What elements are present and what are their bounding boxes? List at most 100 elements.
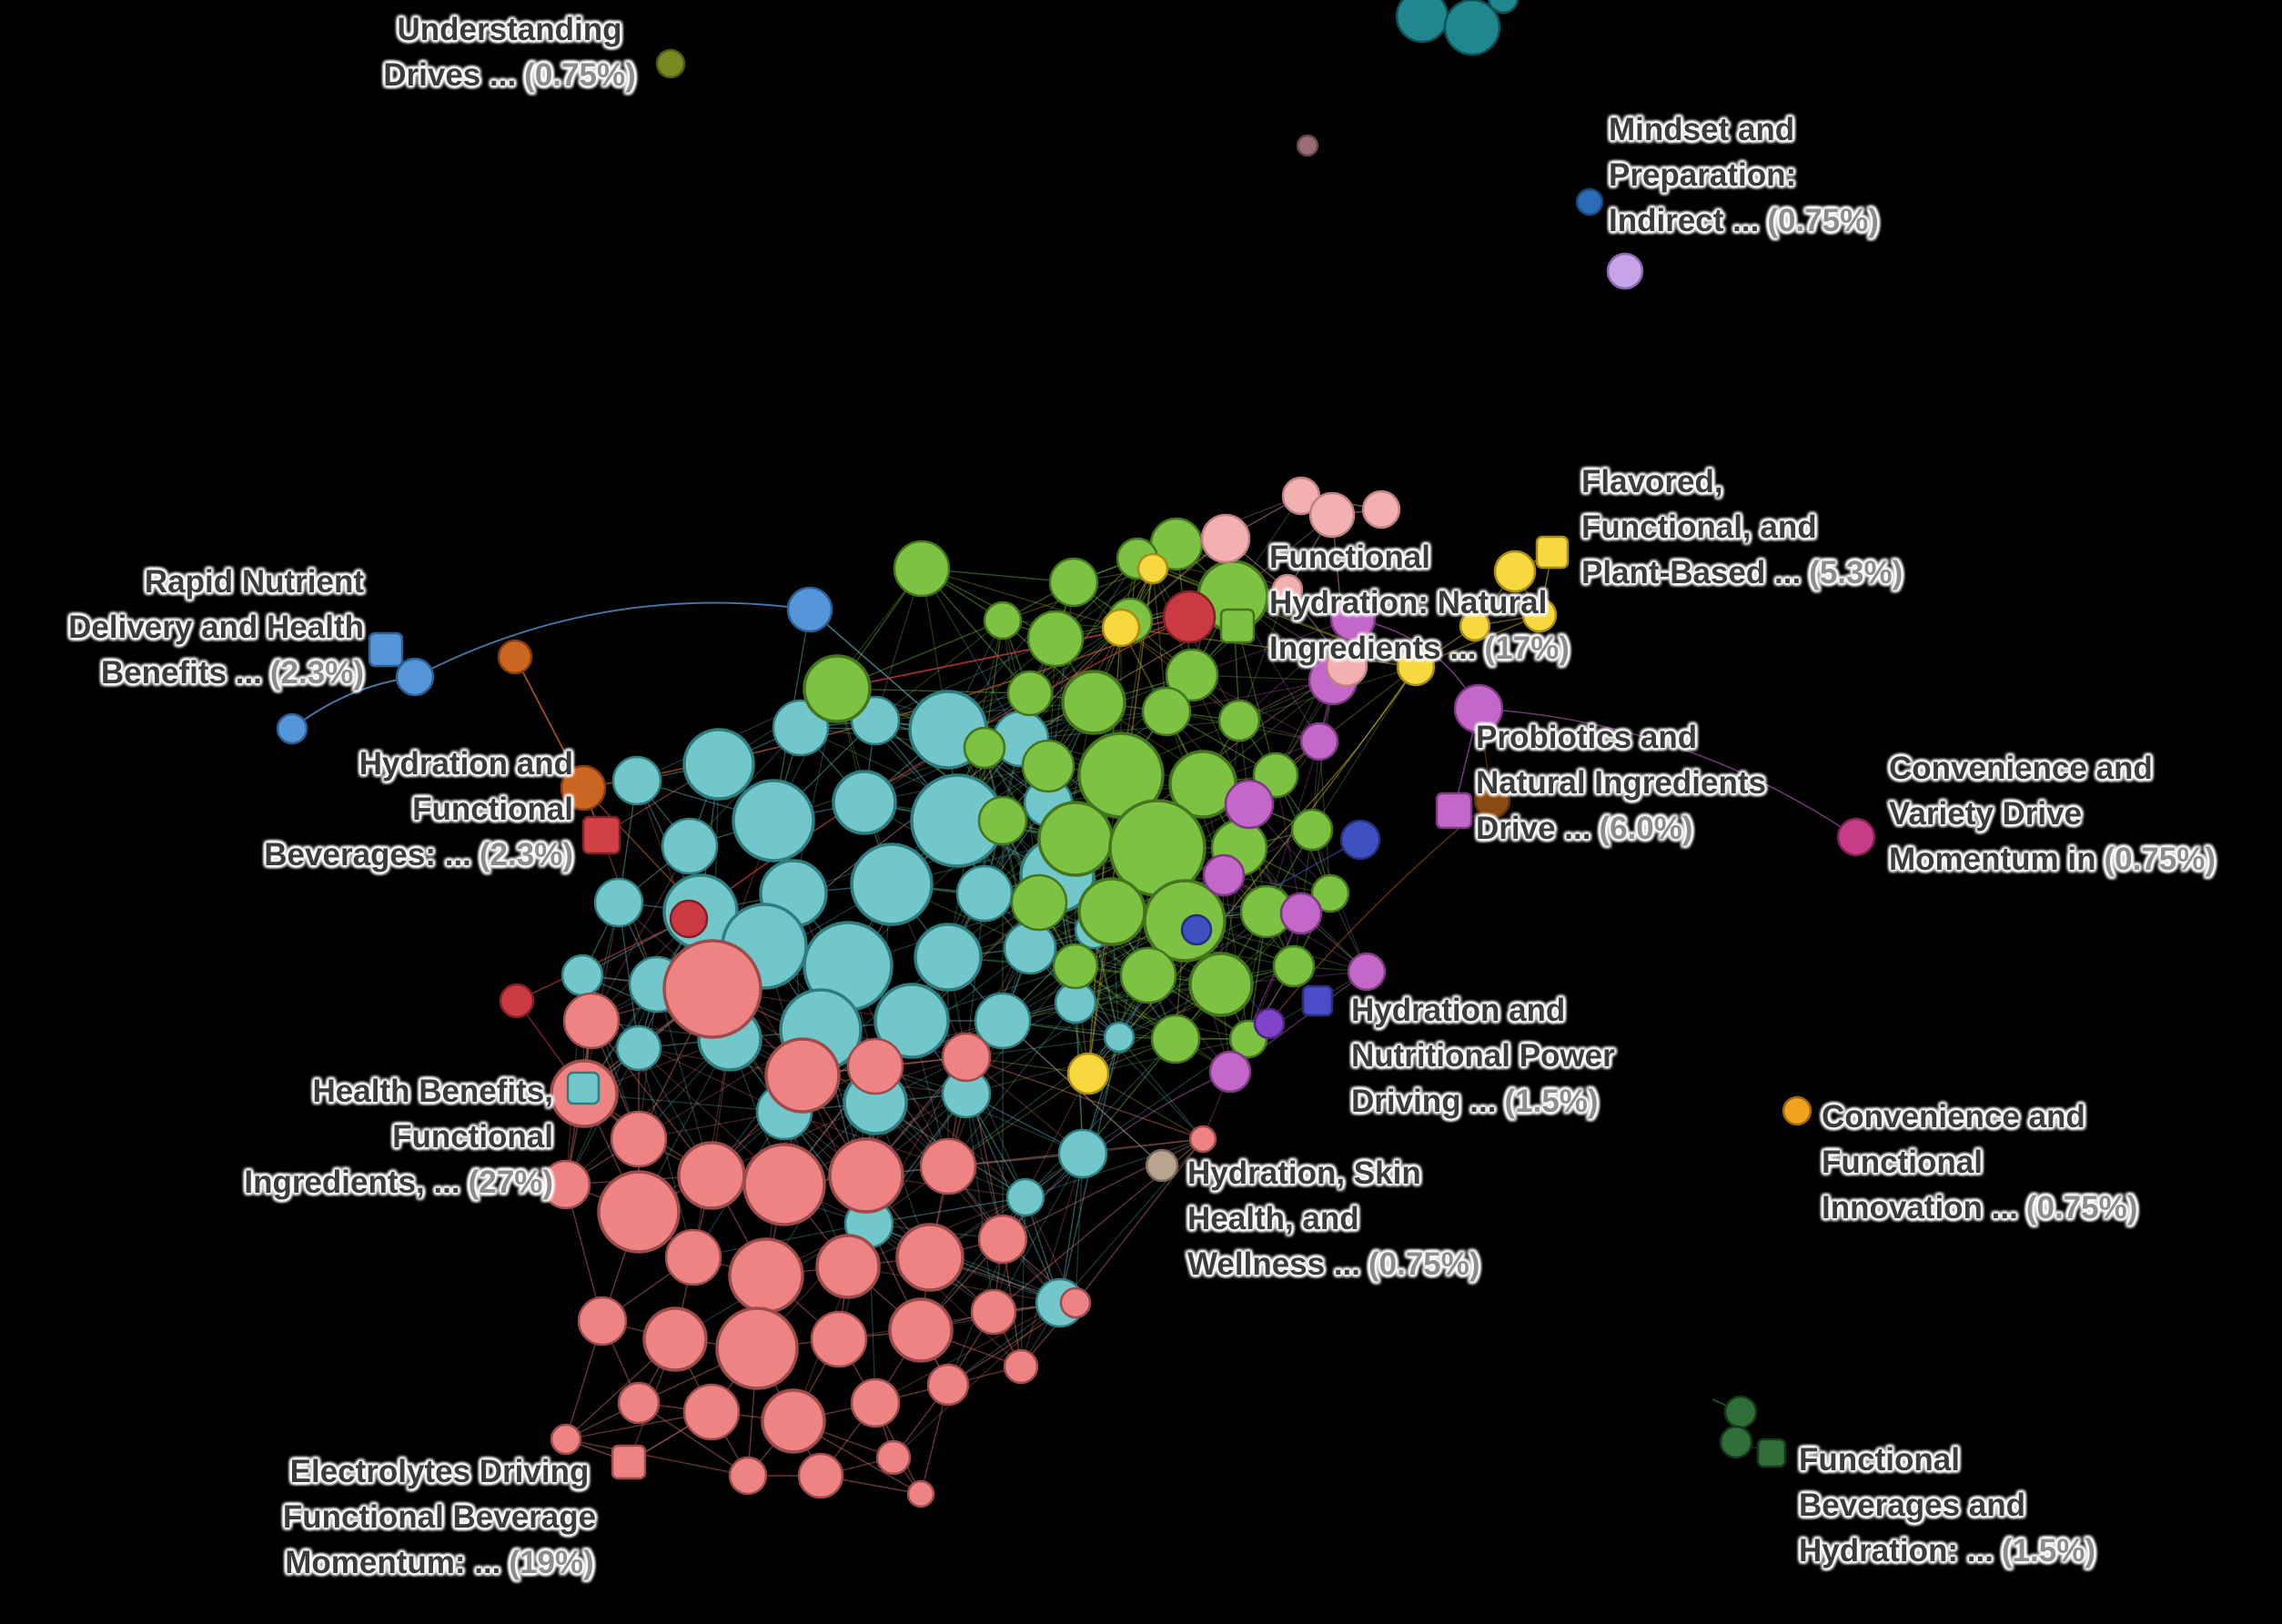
topic-node-green[interactable] [803,654,872,723]
topic-node-salmon[interactable] [888,1297,954,1363]
red-square[interactable] [581,815,621,855]
rapid-nutrient-square[interactable] [368,631,404,668]
topic-node-salmon[interactable] [926,1363,970,1407]
topic-node-yellow[interactable] [1493,550,1537,593]
topic-node-orchid[interactable] [1279,892,1323,935]
top-teal-node-3[interactable] [1487,0,1520,15]
rapid-nutrient-node-2[interactable] [276,712,308,745]
topic-node-salmon[interactable] [761,1388,826,1454]
violet-node[interactable] [1253,1007,1286,1040]
olive-node[interactable] [655,48,686,79]
topic-node-salmon[interactable] [797,1452,844,1499]
topic-node-salmon[interactable] [664,1228,722,1286]
topic-node-green[interactable] [963,726,1006,770]
topic-node-green[interactable] [1165,648,1219,702]
magenta-node[interactable] [1836,817,1876,857]
topic-node-teal[interactable] [832,770,897,835]
topic-node-salmon[interactable] [597,1170,681,1254]
topic-node-teal[interactable] [1057,1128,1108,1179]
topic-node-teal[interactable] [1103,1021,1136,1054]
topic-node-pink[interactable] [1271,573,1304,606]
topic-node-green[interactable] [1290,808,1334,852]
topic-node-green[interactable] [1077,877,1146,946]
topic-node-yellow[interactable] [1101,608,1141,648]
topic-node-salmon[interactable] [846,1037,904,1095]
topic-node-salmon[interactable] [642,1306,708,1372]
dark-green-node-2[interactable] [1719,1425,1753,1459]
topic-node-salmon[interactable] [977,1214,1028,1265]
topic-node-orchid[interactable] [1299,721,1339,762]
topic-node-teal[interactable] [593,877,644,928]
mindset-node[interactable] [1575,187,1604,217]
topic-node-green[interactable] [1141,686,1192,737]
topic-node-teal[interactable] [914,923,983,992]
topic-node-salmon[interactable] [540,1159,591,1210]
topic-node-pink[interactable] [1361,489,1401,530]
rapid-nutrient-node-1[interactable] [395,657,435,697]
topic-node-teal[interactable] [611,755,662,806]
dark-green-square[interactable] [1756,1437,1787,1468]
salmon-square[interactable] [611,1444,647,1480]
topic-node-green[interactable] [1150,1014,1201,1064]
cluster-label-customer-understanding[interactable]: CustomerUnderstandingDrives ...(0.75%) [282,0,737,98]
topic-node-salmon[interactable] [895,1223,964,1292]
top-teal-node-1[interactable] [1395,0,1449,44]
brown-node[interactable] [1473,782,1511,820]
topic-node-salmon[interactable] [1188,1125,1217,1154]
blue-bridge-node[interactable] [786,586,833,633]
topic-node-salmon[interactable] [1003,1348,1039,1385]
topic-node-salmon[interactable] [919,1137,977,1195]
royal-node-2[interactable] [1180,913,1213,946]
topic-node-orchid[interactable] [1224,779,1275,830]
topic-node-orchid[interactable] [1202,853,1246,897]
mauve-node[interactable] [1296,134,1319,157]
top-teal-node-2[interactable] [1443,0,1501,56]
topic-node-orchid[interactable] [1329,595,1377,642]
topic-node-salmon[interactable] [728,1237,804,1314]
topic-node-yellow[interactable] [1136,552,1169,585]
topic-node-teal[interactable] [560,953,604,997]
yellow-square[interactable] [1535,535,1570,570]
indigo-square[interactable] [1301,984,1334,1017]
topic-node-green[interactable] [1119,946,1177,1004]
topic-node-salmon[interactable] [610,1110,668,1168]
crimson-node-1[interactable] [1162,590,1217,644]
topic-node-salmon[interactable] [810,1310,868,1368]
topic-node-salmon[interactable] [970,1288,1017,1336]
topic-node-green[interactable] [1010,873,1068,932]
topic-node-salmon[interactable] [906,1479,935,1508]
topic-node-yellow[interactable] [1396,647,1436,687]
topic-node-teal[interactable] [732,779,815,862]
topic-node-green[interactable] [1021,739,1075,793]
topic-node-orchid[interactable] [1208,1050,1252,1094]
topic-node-salmon[interactable] [828,1137,904,1214]
topic-node-teal[interactable] [1005,1177,1045,1217]
dark-green-node-1[interactable] [1723,1395,1758,1429]
tan-node[interactable] [1145,1148,1179,1183]
royal-node-1[interactable] [1339,819,1381,861]
orchid-outlier-node[interactable] [1453,683,1504,734]
topic-node-salmon[interactable] [850,1377,901,1428]
topic-node-green[interactable] [1061,670,1126,735]
topic-node-teal[interactable] [873,983,950,1059]
topic-node-pink[interactable] [1308,491,1356,539]
topic-node-teal[interactable] [1003,921,1057,975]
topic-node-green[interactable] [1048,557,1099,608]
topic-node-teal[interactable] [615,1024,662,1072]
orange-node-2[interactable] [560,764,607,812]
topic-node-green[interactable] [983,600,1023,641]
topic-node-salmon[interactable] [1059,1286,1092,1319]
teal-square[interactable] [566,1071,601,1105]
topic-node-salmon[interactable] [875,1439,912,1476]
topic-node-salmon[interactable] [662,939,762,1039]
topic-node-salmon[interactable] [764,1037,841,1114]
topic-node-salmon[interactable] [742,1143,826,1226]
topic-node-green[interactable] [1188,952,1254,1017]
